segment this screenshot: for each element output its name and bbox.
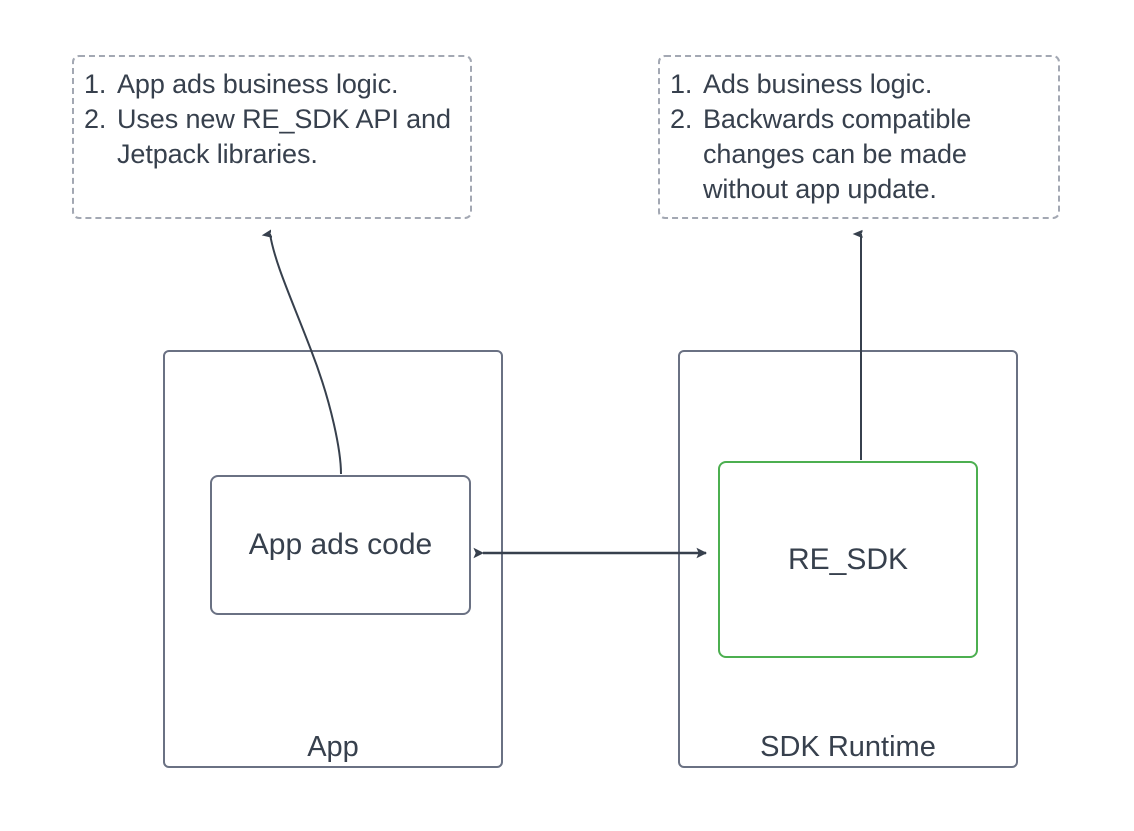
box-re-sdk[interactable]: RE_SDK <box>718 461 978 658</box>
container-sdk-runtime-label: SDK Runtime <box>760 731 936 763</box>
box-re-sdk-label: RE_SDK <box>787 542 909 576</box>
callout-note-app-list: App ads business logic. Uses new RE_SDK … <box>84 67 458 172</box>
callout-note-sdk-list: Ads business logic. Backwards compatible… <box>670 67 1046 207</box>
list-item: Uses new RE_SDK API and Jetpack librarie… <box>84 102 451 170</box>
box-app-ads-code[interactable]: App ads code <box>210 475 471 615</box>
callout-note-sdk[interactable]: Ads business logic. Backwards compatible… <box>658 55 1060 219</box>
callout-note-app[interactable]: App ads business logic. Uses new RE_SDK … <box>72 55 472 219</box>
container-app-label: App <box>307 731 359 763</box>
list-item: App ads business logic. <box>84 67 399 102</box>
list-item: Backwards compatible changes can be made… <box>670 102 972 205</box>
list-item: Ads business logic. <box>670 67 933 102</box>
box-app-ads-code-label: App ads code <box>248 528 433 561</box>
